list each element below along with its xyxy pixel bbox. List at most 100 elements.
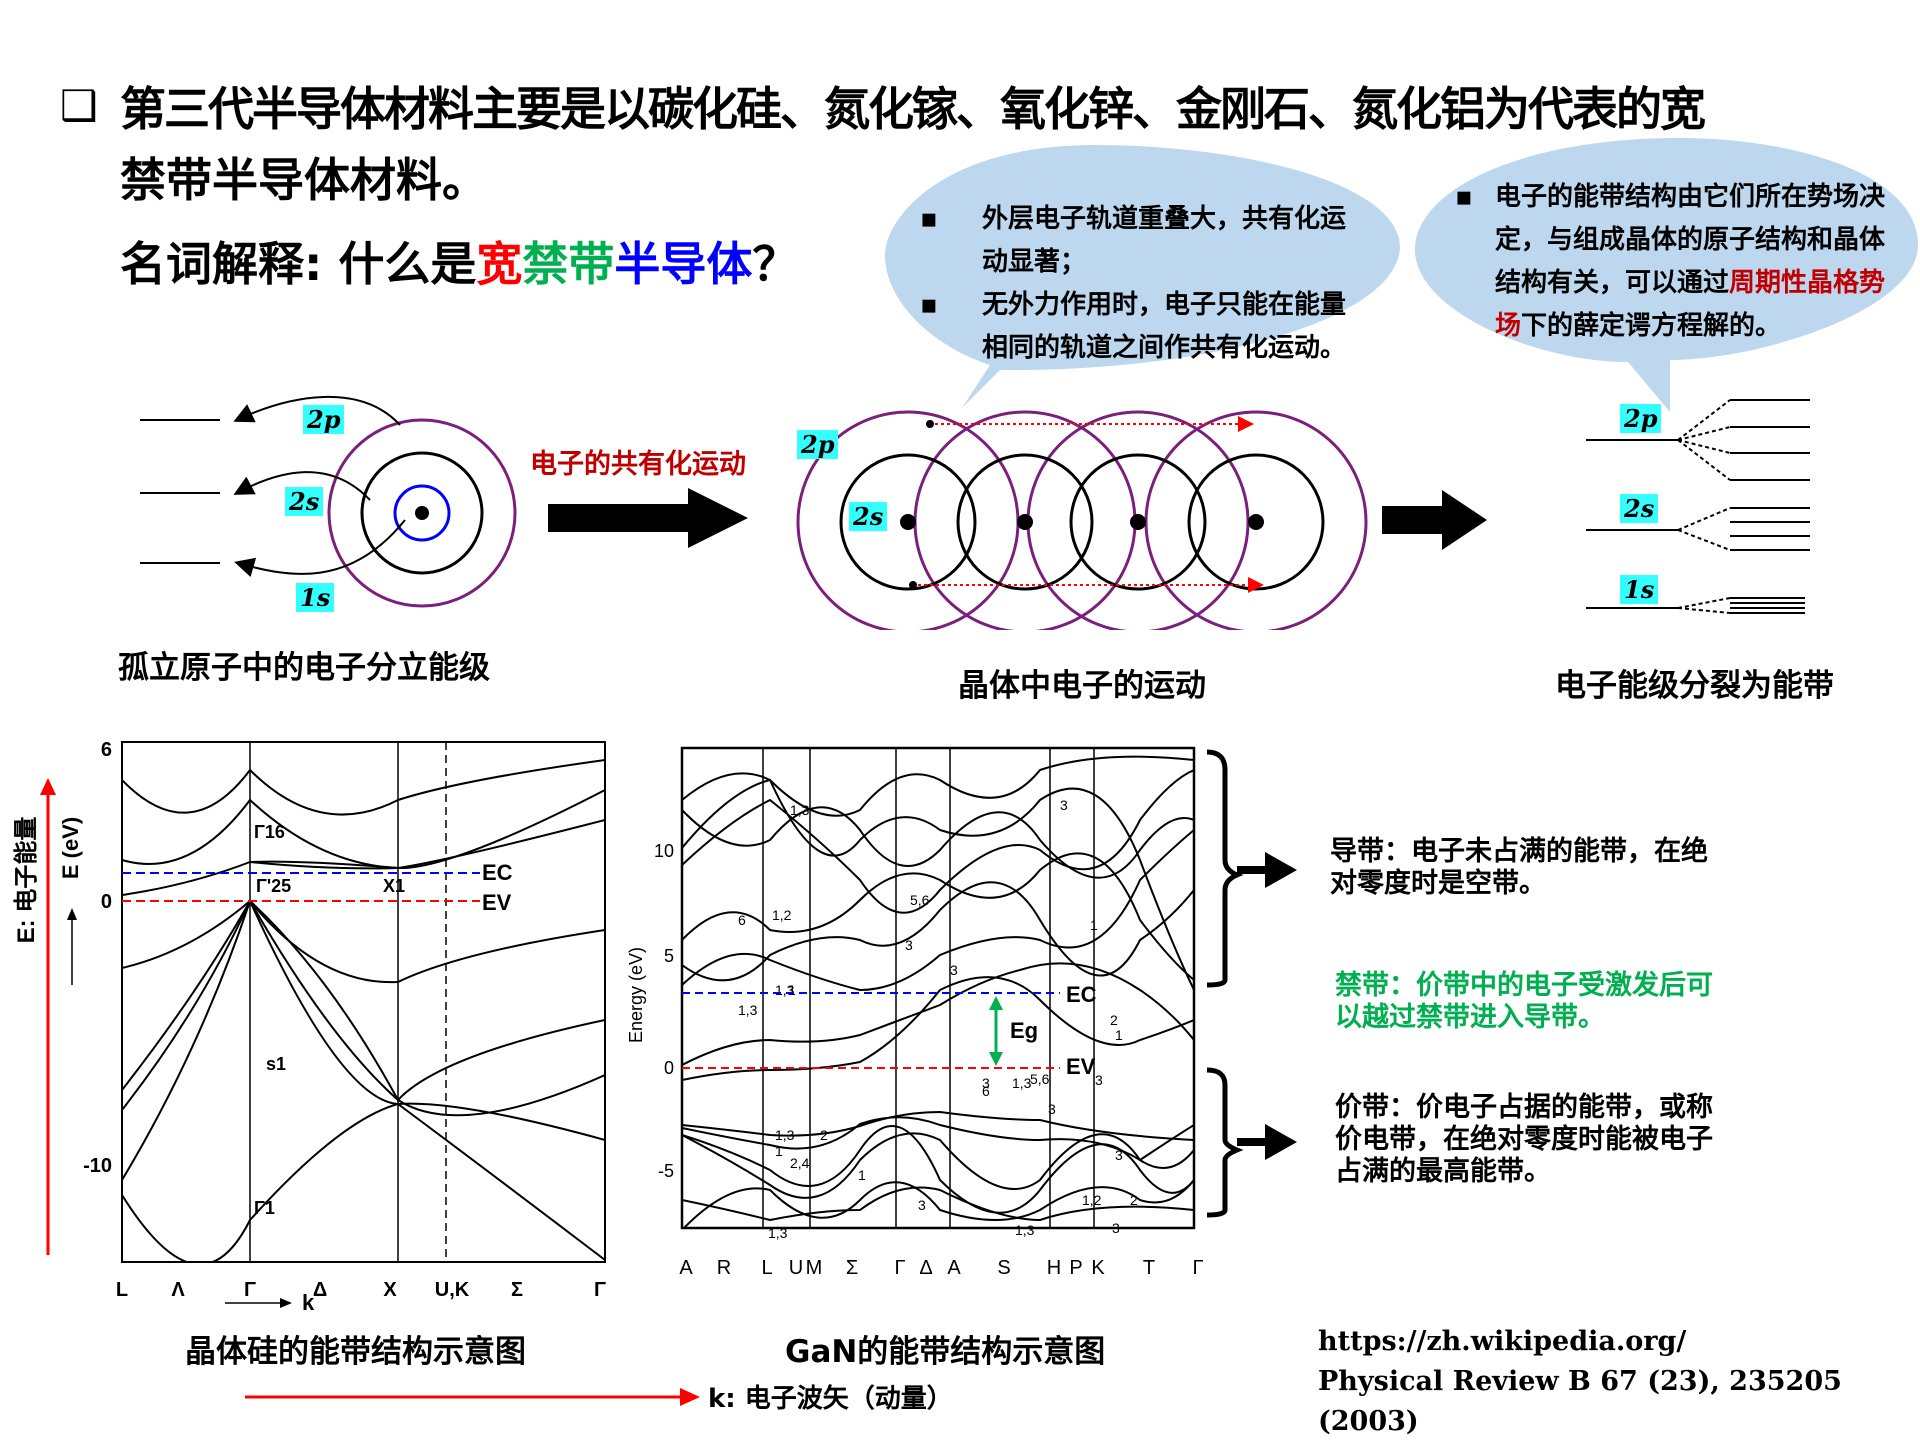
question-semi: 半导体 xyxy=(614,237,753,292)
atom-arrow-2p xyxy=(233,396,401,426)
gan-ytick-m5: -5 xyxy=(658,1161,674,1181)
gan-eg-label: Eg xyxy=(1010,1018,1038,1043)
header: ❑ 第三代半导体材料主要是以碳化硅、氮化镓、氧化锌、金刚石、氮化铝为代表的宽 禁… xyxy=(60,76,1880,298)
arrow-conduction-icon xyxy=(1237,852,1297,888)
gan-ev-label: EV xyxy=(1066,1054,1096,1079)
si-label-x1: X1 xyxy=(383,876,405,896)
gan-y-label: Energy (eV) xyxy=(626,947,646,1043)
band-label-2p: 2p xyxy=(1620,404,1662,433)
crystal-electron-top xyxy=(926,420,934,428)
gan-band-label: 1 xyxy=(788,982,796,998)
si-x-ticks: L Λ Γ Δ X U,K Σ Γ xyxy=(116,1279,606,1301)
atom-arrow-2s xyxy=(233,471,371,501)
atom-label-2s: 2s xyxy=(285,487,324,516)
si-band-structure: E: 电子能量 E (eV) EC EV Γ16 Γ'25 X1 s1 Γ1 6… xyxy=(12,739,606,1315)
atom-arrow-1s xyxy=(234,519,406,578)
bubble-right-shape xyxy=(1415,138,1918,412)
gan-ytick-10: 10 xyxy=(654,841,674,861)
gan-band-label: 1,3 xyxy=(1012,1075,1032,1091)
gan-band-label: 3 xyxy=(1115,1147,1123,1163)
gan-band-label: 1,3 xyxy=(768,1225,788,1241)
gan-band-label: 1 xyxy=(775,1143,783,1159)
atom-shell-outer xyxy=(327,418,517,608)
gan-band-label: 1 xyxy=(1090,917,1098,933)
crystal-diagram xyxy=(796,410,1368,630)
si-label-g1: Γ1 xyxy=(254,1198,275,1218)
gan-xtick: K xyxy=(1091,1257,1105,1279)
references: https://zh.wikipedia.org/ Physical Revie… xyxy=(1318,1322,1920,1442)
bubble-right-text: ▪电子的能带结构由它们所在势场决定，与组成晶体的原子结构和晶体结构有关，可以通过… xyxy=(1455,176,1910,348)
gan-band-label: 5,6 xyxy=(910,892,930,908)
gan-xtick: U xyxy=(789,1257,803,1279)
ref-wikipedia[interactable]: https://zh.wikipedia.org/ xyxy=(1318,1326,1687,1357)
gan-xtick: S xyxy=(997,1257,1010,1279)
gan-eg-arrow-down-icon xyxy=(989,1052,1003,1066)
bubble-left-item-1: 外层电子轨道重叠大，共有化运动显著； xyxy=(920,198,1360,284)
gan-eg-arrow-up-icon xyxy=(989,996,1003,1010)
crystal-inner-1 xyxy=(839,453,977,591)
gan-band-label: 3 xyxy=(982,1075,990,1091)
si-ytick-m10: -10 xyxy=(83,1155,112,1177)
gan-xtick: H xyxy=(1047,1257,1061,1279)
si-y-arrow-icon xyxy=(67,908,77,920)
si-label-g16: Γ16 xyxy=(254,822,285,842)
brace-valence xyxy=(1206,1067,1244,1218)
band-label-2s: 2s xyxy=(1620,494,1659,523)
gan-band-label: 1,2 xyxy=(1082,1192,1102,1208)
gan-band-label: 6 xyxy=(982,1083,990,1099)
gan-caption: GaN的能带结构示意图 xyxy=(785,1334,1106,1370)
bubble-right-highlight: 周期性晶格势场 xyxy=(1495,268,1886,341)
band-splitting-diagram xyxy=(1586,399,1810,614)
band-2s xyxy=(1586,507,1810,551)
gan-ytick-5: 5 xyxy=(664,946,674,966)
si-xtick: Γ xyxy=(244,1279,256,1301)
crystal-nucleus-2 xyxy=(1017,514,1033,530)
question-band: 禁带 xyxy=(522,237,615,292)
checkbox-bullet-icon: ❑ xyxy=(60,81,98,130)
gan-band-label: 3 xyxy=(918,1197,926,1213)
si-frame xyxy=(121,741,606,1263)
si-ytick-6: 6 xyxy=(101,739,112,761)
crystal-nucleus-4 xyxy=(1248,514,1264,530)
gan-band-label: 3 xyxy=(950,962,958,978)
gan-ytick-0: 0 xyxy=(664,1058,674,1078)
gan-band-label: 1,2 xyxy=(772,907,792,923)
crystal-label-2s: 2s xyxy=(849,502,888,531)
braces-and-arrows xyxy=(1206,749,1297,1218)
gan-band-label: 3 xyxy=(1048,1101,1056,1117)
bubble-right-pre: 电子的能带结构由它们所在势场决定，与组成晶体的原子结构和晶体结构有关，可以通过 xyxy=(1495,182,1886,298)
gan-band-label: 3 xyxy=(1112,1220,1120,1236)
si-y-axis-outer: E: 电子能量 xyxy=(12,817,40,944)
si-ec-label: EC xyxy=(482,860,513,885)
atom-shell-middle xyxy=(360,451,484,575)
atom-label-1s: 1s xyxy=(296,583,335,612)
gan-band-label: 3 xyxy=(1095,1072,1103,1088)
si-xtick: Σ xyxy=(511,1279,523,1301)
atom-label-2p: 2p xyxy=(303,405,345,434)
gan-band-label: 3 xyxy=(905,937,913,953)
si-label-s1: s1 xyxy=(266,1054,286,1074)
k-axis-arrow-head-icon xyxy=(680,1388,700,1406)
si-xtick: X xyxy=(383,1279,397,1301)
gan-xtick: T xyxy=(1143,1257,1155,1279)
si-xtick: Δ xyxy=(313,1279,327,1301)
gan-bands xyxy=(682,755,1194,1228)
bubble-left-text: 外层电子轨道重叠大，共有化运动显著； 无外力作用时，电子只能在能量相同的轨道之间… xyxy=(920,198,1360,370)
band-label-1s: 1s xyxy=(1620,575,1659,604)
bands-caption: 电子能级分裂为能带 xyxy=(1555,668,1834,704)
gan-xtick: R xyxy=(717,1257,731,1279)
si-xtick: Λ xyxy=(171,1279,185,1301)
term-question: 名词解释: 什么是宽禁带半导体？ xyxy=(120,231,1880,298)
atom-caption: 孤立原子中的电子分立能级 xyxy=(118,650,490,686)
bubble-left-item-2: 无外力作用时，电子只能在能量相同的轨道之间作共有化运动。 xyxy=(920,284,1360,370)
crystal-electron-bottom xyxy=(909,581,917,589)
note-forbidden: 禁带：价带中的电子受激发后可以越过禁带进入导带。 xyxy=(1335,970,1713,1033)
bubble-right-post: 下的薛定谔方程解的。 xyxy=(1521,311,1782,341)
gan-xtick: M xyxy=(806,1257,823,1279)
si-ytick-0: 0 xyxy=(101,891,112,913)
gan-band-label: 1,3 xyxy=(790,802,810,818)
band-1s xyxy=(1586,597,1805,614)
gan-band-label: 3 xyxy=(1060,797,1068,813)
